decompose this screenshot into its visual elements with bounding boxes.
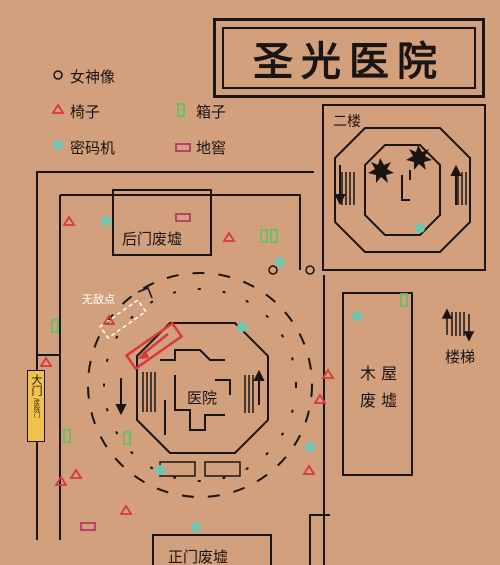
inner-dashed-ring	[103, 288, 297, 482]
map-title-frame: 圣光医院	[213, 18, 485, 98]
legend-cipher-label: 密码机	[70, 139, 116, 157]
legend-box: 箱子	[196, 101, 226, 122]
hospital-octagon	[136, 322, 269, 454]
main-gate-label: 大门	[30, 374, 43, 396]
hospital-arrows	[115, 369, 265, 416]
legend-cipher: 密码机	[70, 137, 115, 158]
second-floor-building	[322, 104, 486, 271]
main-gate-sub-label: /医院门	[32, 398, 40, 419]
goddess-statues	[53, 70, 315, 275]
legend-goddess: 女神像	[70, 66, 115, 87]
hospital-stairs	[142, 372, 254, 477]
cipher-machines	[53, 140, 425, 532]
chairs	[39, 103, 335, 515]
hospital-interior	[160, 349, 231, 435]
no-enemy-spot-box	[99, 299, 147, 339]
front-gate-ruins-box	[152, 534, 272, 565]
cellars	[80, 143, 191, 531]
back-gate-ruins-box	[112, 189, 212, 256]
legend-chair: 椅子	[70, 101, 100, 122]
legend-goddess-label: 女神像	[70, 68, 116, 86]
front-gate-ruins-label: 正门废墟	[168, 548, 229, 565]
second-floor-label: 二楼	[333, 114, 361, 130]
legend-cellar-label: 地窖	[196, 139, 227, 157]
map-title: 圣光医院	[222, 27, 476, 89]
legend-chair-label: 椅子	[70, 103, 101, 121]
outer-dashed-ring	[87, 272, 313, 498]
main-gate-sign: 大门 /医院门	[27, 370, 45, 442]
escape-route-highlight	[124, 321, 184, 371]
second-floor-explosions	[368, 145, 432, 183]
main-gate-wall	[37, 345, 61, 356]
boxes	[51, 103, 408, 445]
stairs-label: 楼梯	[445, 348, 476, 366]
outer-walls	[36, 171, 330, 565]
second-floor-arrows	[334, 164, 462, 206]
legend-box-label: 箱子	[196, 103, 227, 121]
wooden-house-label-2: 废 墟	[360, 391, 398, 410]
stairs-legend-icon	[441, 308, 475, 342]
back-gate-ruins-label: 后门废墟	[122, 230, 183, 248]
wooden-house-ruins-box	[342, 292, 413, 476]
no-enemy-spot-label: 无敌点	[82, 293, 115, 306]
legend-cellar: 地窖	[196, 137, 226, 158]
hospital-label: 医院	[187, 389, 218, 407]
wooden-house-label-1: 木 屋	[360, 364, 398, 383]
